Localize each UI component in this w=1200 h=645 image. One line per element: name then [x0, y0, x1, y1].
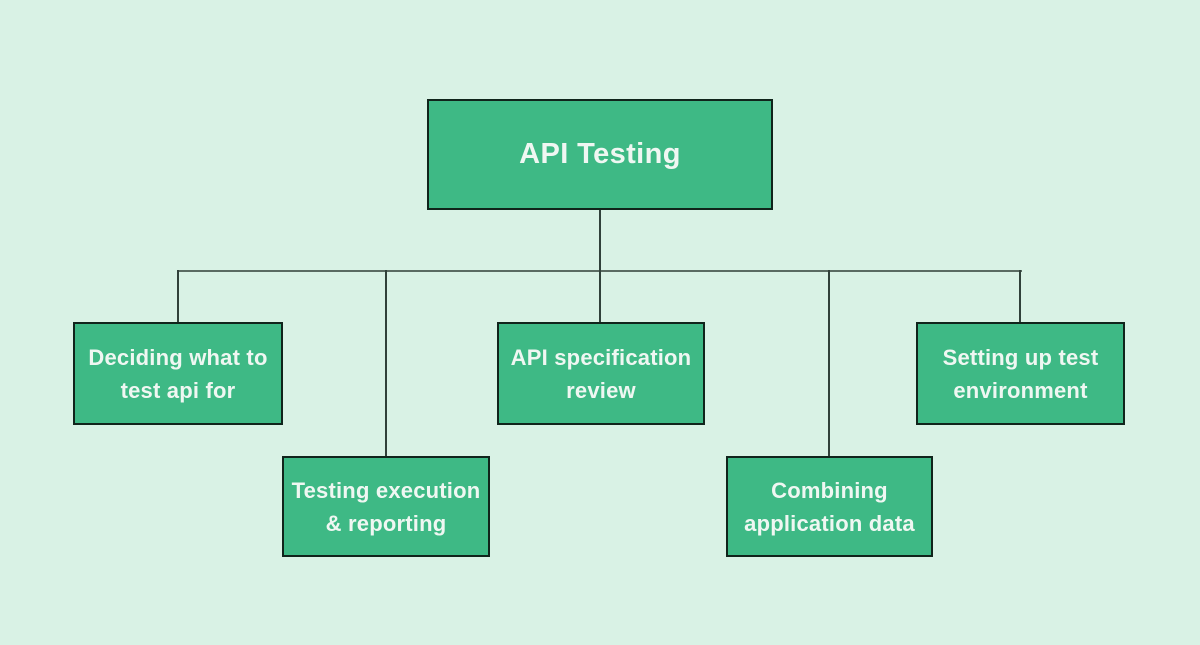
node-label-line: Setting up test	[942, 344, 1099, 370]
node-label-line: API specification	[510, 344, 692, 370]
connector-drop-combining	[828, 270, 830, 456]
connector-drop-deciding	[177, 270, 179, 322]
node-api-specification-review: API specification review	[497, 322, 705, 425]
node-label-line: Combining	[771, 477, 888, 503]
node-label-line: Testing execution	[291, 477, 481, 503]
node-label-line: environment	[953, 377, 1088, 403]
node-combining-application-data: Combining application data	[726, 456, 933, 557]
node-label-line: test api for	[120, 377, 236, 403]
node-label-line: Deciding what to	[88, 344, 268, 370]
node-setting-up-test-environment: Setting up test environment	[916, 322, 1125, 425]
node-api-testing-label: API Testing	[519, 138, 681, 170]
node-testing-execution-reporting: Testing execution & reporting	[282, 456, 490, 557]
node-deciding-what-to-test: Deciding what to test api for	[73, 322, 283, 425]
connector-drop-api-specification	[599, 270, 601, 322]
node-api-testing: API Testing	[427, 99, 773, 210]
node-label-line: review	[566, 377, 636, 403]
node-label-line: application data	[744, 510, 915, 536]
connector-drop-setting-up	[1019, 270, 1021, 322]
node-label-line: & reporting	[325, 510, 447, 536]
connector-drop-testing-execution	[385, 270, 387, 456]
connector-root-stem	[599, 210, 601, 272]
